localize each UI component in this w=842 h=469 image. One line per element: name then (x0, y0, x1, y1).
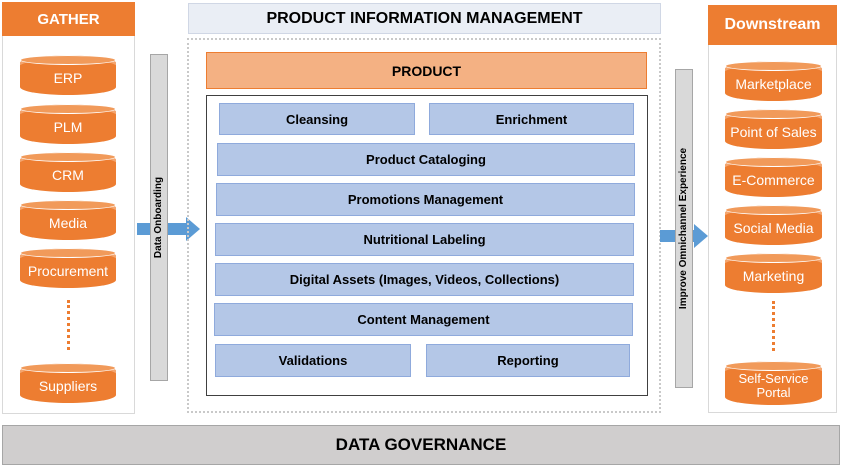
onboarding-to-pim-arrow-head (186, 217, 200, 241)
source-media-label: Media (48, 214, 88, 231)
source-media: Media (20, 200, 116, 240)
downstream-panel: Downstream Marketplace Point of Sales E-… (708, 5, 837, 413)
feature-nutritional-labeling: Nutritional Labeling (215, 223, 634, 256)
feature-digital-assets: Digital Assets (Images, Videos, Collecti… (215, 263, 634, 296)
feature-content-management: Content Management (214, 303, 633, 336)
feature-promotions-management: Promotions Management (216, 183, 635, 216)
target-ellipsis-dots (772, 301, 775, 351)
gather-title: GATHER (2, 2, 135, 36)
source-erp: ERP (20, 55, 116, 95)
pim-title: PRODUCT INFORMATION MANAGEMENT (188, 3, 661, 34)
target-marketing-label: Marketing (742, 267, 805, 284)
target-marketplace-label: Marketplace (735, 75, 812, 92)
source-plm-label: PLM (53, 118, 83, 135)
source-plm: PLM (20, 104, 116, 144)
source-crm-label: CRM (52, 166, 84, 183)
feature-enrichment: Enrichment (429, 103, 634, 135)
omnichannel-label: Improve Omnichannel Experience (678, 147, 690, 310)
source-suppliers-label: Suppliers (38, 377, 98, 394)
source-crm: CRM (20, 152, 116, 192)
target-marketplace: Marketplace (725, 61, 822, 101)
gather-to-onboarding-arrow (137, 223, 151, 235)
feature-product-cataloging: Product Cataloging (217, 143, 635, 176)
source-erp-label: ERP (53, 69, 83, 86)
target-point-of-sales-label: Point of Sales (730, 123, 817, 140)
onboarding-to-pim-arrow-body (168, 223, 188, 235)
omnichannel-bar: Improve Omnichannel Experience (675, 69, 693, 388)
data-onboarding-label: Data Onboarding (153, 176, 165, 259)
target-point-of-sales: Point of Sales (725, 109, 822, 149)
target-self-service-portal: Self-Service Portal (725, 361, 822, 405)
feature-validations: Validations (215, 344, 411, 377)
target-self-service-portal-label: Self-Service Portal (738, 371, 809, 400)
omnichannel-to-downstream-arrow-head (694, 224, 708, 248)
target-social-media: Social Media (725, 205, 822, 245)
gather-panel: GATHER ERP PLM CRM Media Procurement Sup… (2, 2, 135, 414)
pim-container (187, 38, 661, 413)
target-e-commerce-label: E-Commerce (732, 171, 815, 188)
source-suppliers: Suppliers (20, 363, 116, 403)
feature-cleansing: Cleansing (219, 103, 415, 135)
pim-to-omnichannel-arrow (660, 230, 676, 242)
source-ellipsis-dots (67, 300, 70, 350)
source-procurement: Procurement (20, 248, 116, 288)
data-governance-bar: DATA GOVERNANCE (2, 425, 840, 465)
source-procurement-label: Procurement (27, 262, 109, 279)
target-marketing: Marketing (725, 253, 822, 293)
product-header: PRODUCT (206, 52, 647, 89)
data-onboarding-bar: Data Onboarding (150, 54, 168, 381)
downstream-title: Downstream (708, 5, 837, 45)
feature-reporting: Reporting (426, 344, 630, 377)
target-social-media-label: Social Media (733, 219, 814, 236)
target-e-commerce: E-Commerce (725, 157, 822, 197)
